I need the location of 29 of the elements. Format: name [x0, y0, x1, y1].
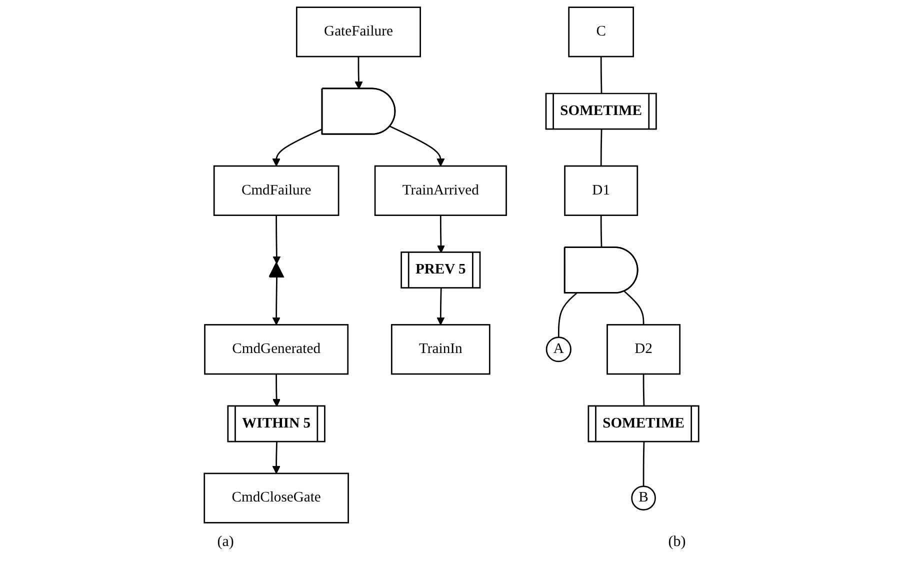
- connector: [600, 130, 602, 166]
- figure-label: (b): [668, 534, 686, 551]
- node-box: CmdFailure: [213, 165, 340, 216]
- node-box: TrainArrived: [374, 165, 507, 216]
- node-box: GateFailure: [296, 6, 421, 58]
- node-circle: A: [546, 336, 572, 362]
- connector: [600, 215, 602, 248]
- arrow: [354, 56, 363, 90]
- connector: [642, 374, 645, 406]
- connector: [600, 56, 602, 94]
- node-box: TrainIn: [390, 324, 490, 375]
- node-circle: B: [631, 486, 656, 510]
- node-box: C: [568, 6, 634, 58]
- connector: [558, 292, 578, 338]
- connector: [624, 290, 644, 325]
- connector: [642, 442, 645, 486]
- node-box: D2: [606, 324, 681, 375]
- arrow: [272, 374, 281, 407]
- arrow: [272, 442, 280, 474]
- node-box: D1: [564, 165, 638, 216]
- arrow: [390, 126, 445, 166]
- arrow: [272, 277, 280, 326]
- arrow: [272, 128, 323, 166]
- arrow: [436, 215, 445, 254]
- node-box: CmdCloseGate: [204, 472, 349, 524]
- figure-label: (a): [217, 534, 234, 551]
- node-box: CmdGenerated: [204, 324, 349, 375]
- arrow: [272, 215, 281, 264]
- arrow: [436, 288, 445, 326]
